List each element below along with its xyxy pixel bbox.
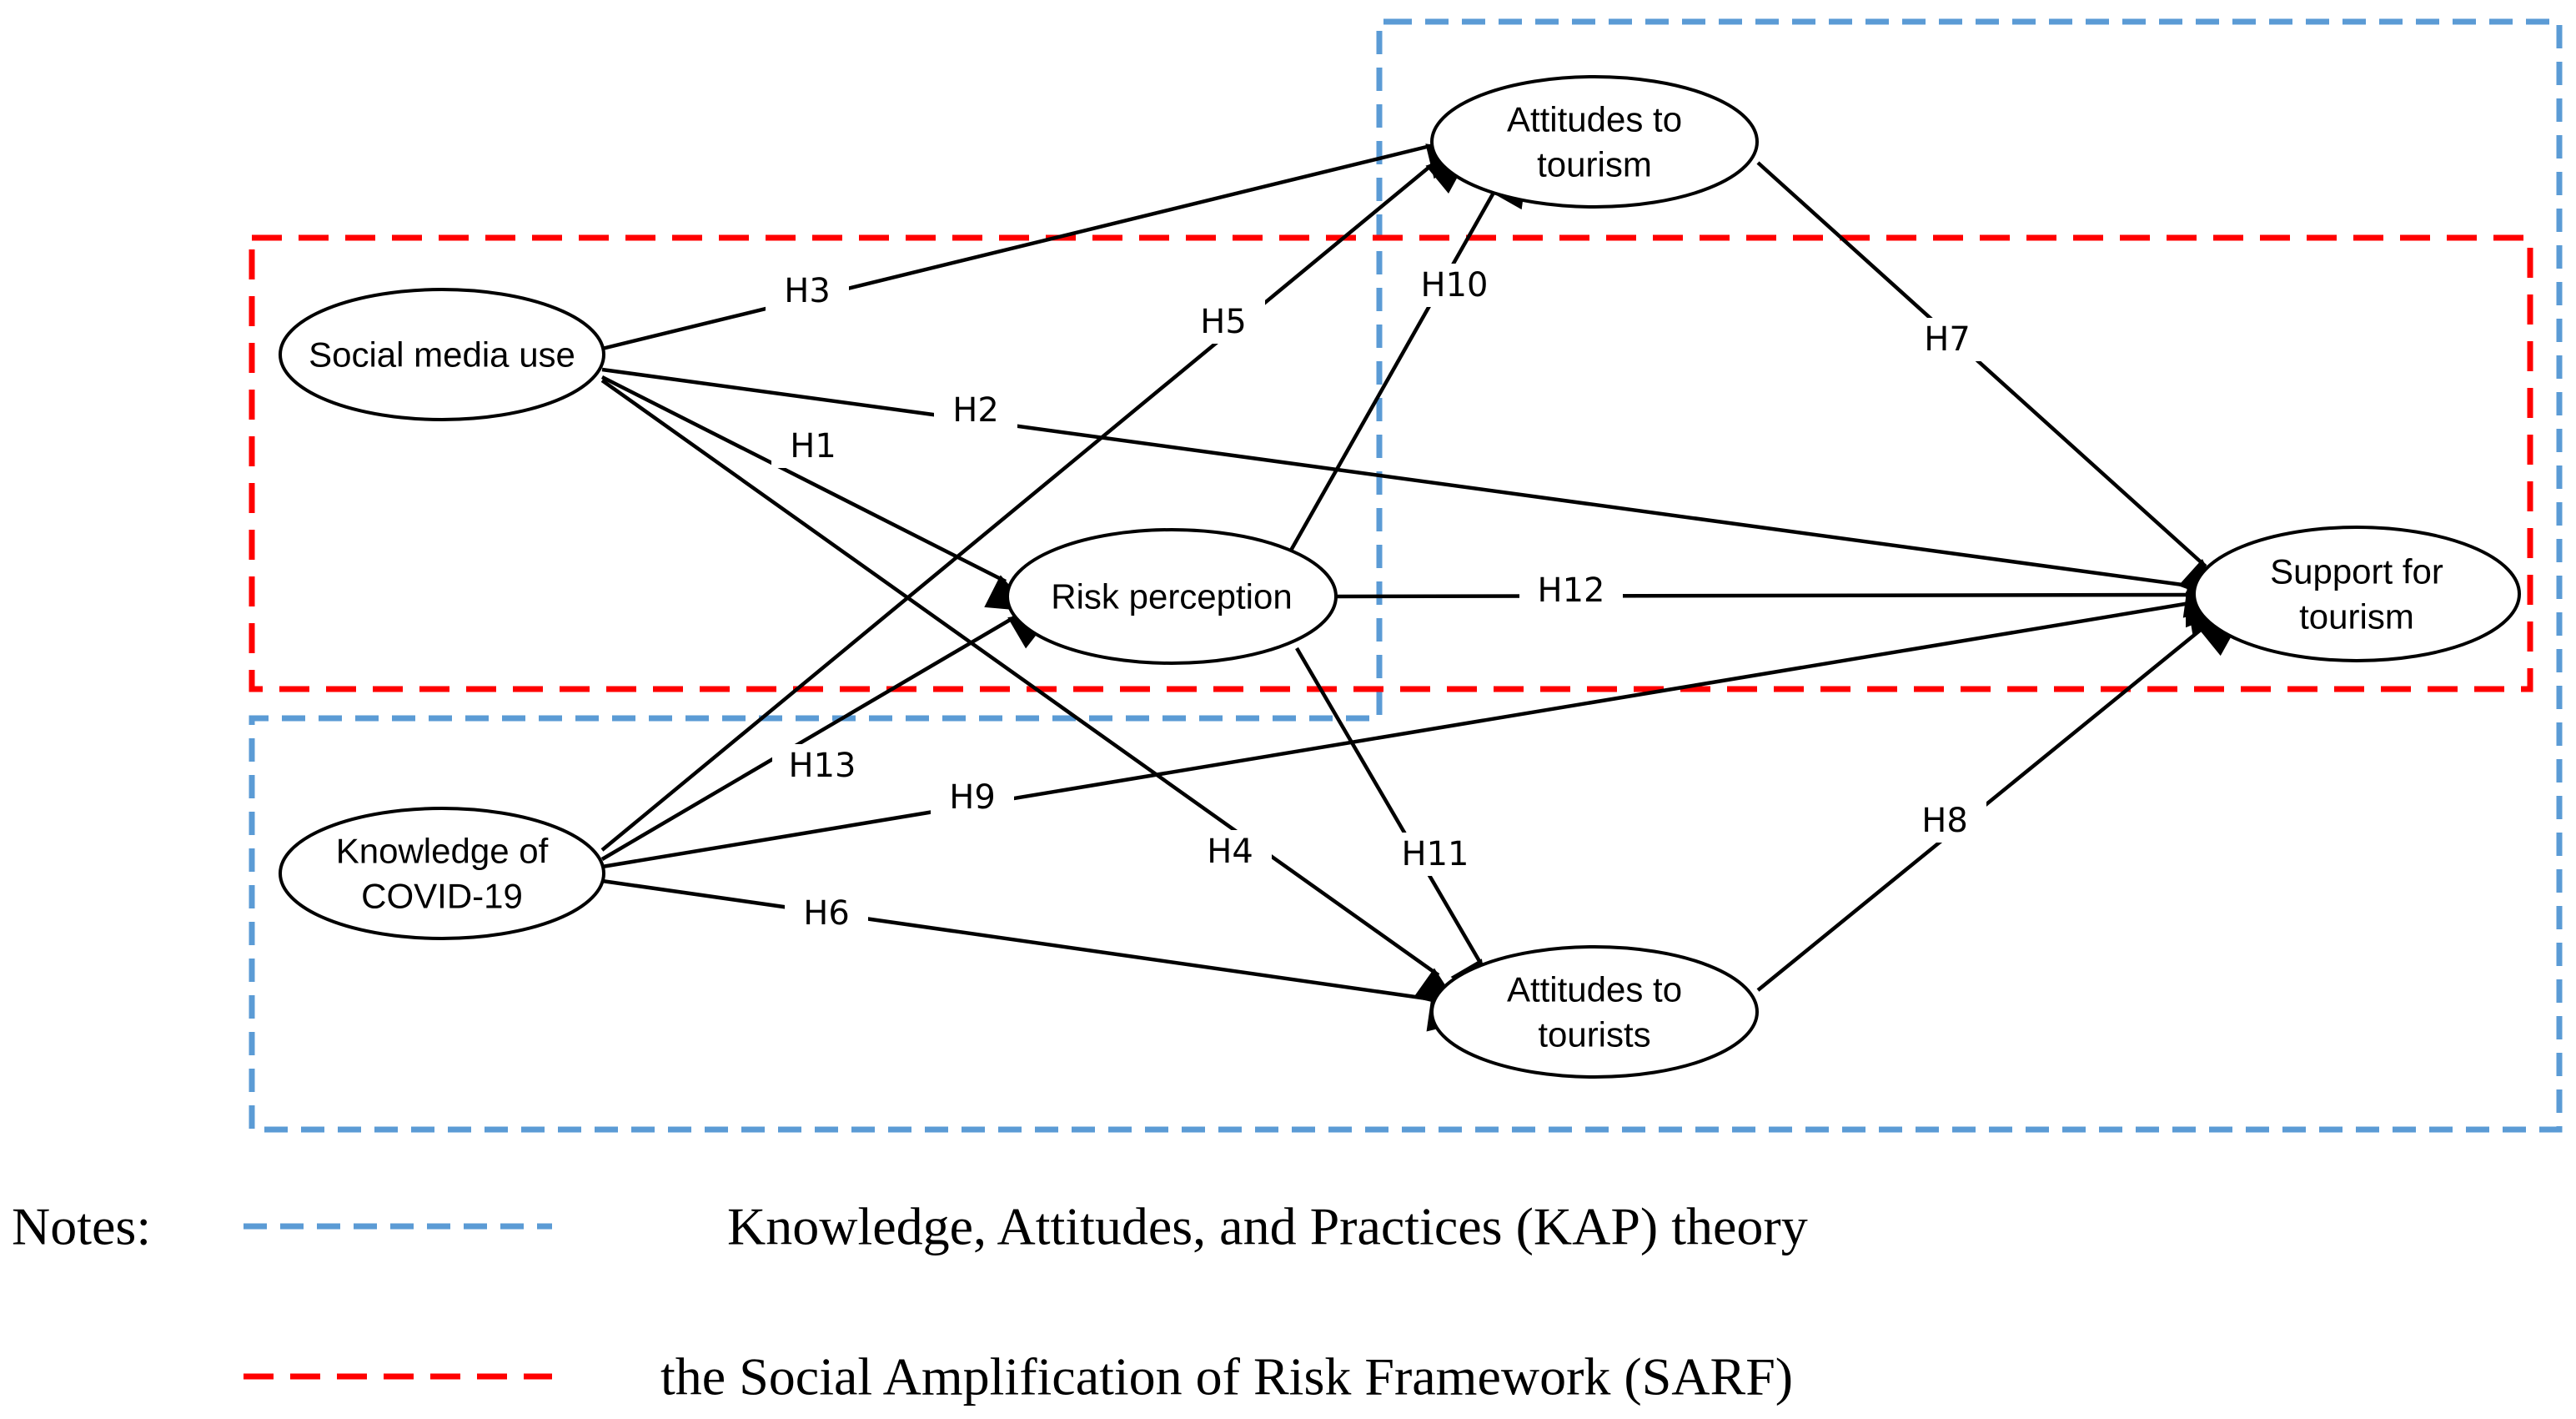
kap-legend-label: Knowledge, Attitudes, and Practices (KAP… [727, 1197, 1808, 1256]
node-label-line: tourism [1537, 145, 1652, 184]
kap-framework-box [249, 18, 2563, 1133]
sarf-legend-label: the Social Amplification of Risk Framewo… [660, 1347, 1793, 1406]
edge-h11 [1295, 647, 1489, 1007]
hypothesis-label-h12: H12 [1538, 571, 1605, 610]
hypothesis-label-h13: H13 [789, 747, 856, 785]
hypothesis-label-h9: H9 [949, 778, 996, 817]
edge-h10 [1287, 161, 1529, 556]
node-social-media-use: Social media use [279, 288, 605, 421]
hypothesis-label-h7: H7 [1924, 320, 1971, 359]
notes-legend: Notes: Knowledge, Attitudes, and Practic… [12, 1197, 1808, 1406]
edge-h13 [600, 610, 1056, 861]
node-label-line: Attitudes to [1507, 970, 1682, 1009]
notes-heading: Notes: [12, 1197, 151, 1256]
edge-h6 [601, 878, 1474, 1032]
edge-h3 [601, 143, 1474, 351]
hypothesis-label-h11: H11 [1402, 835, 1469, 873]
sarf-framework-box [249, 234, 2533, 692]
node-knowledge-of-covid-19: Knowledge of COVID-19 [279, 807, 605, 940]
edge-h7 [1756, 161, 2224, 603]
hypothesis-label-h4: H4 [1207, 833, 1253, 871]
edge-labels-layer: H3 H2 H1 H4 H5 H13 H9 H6 H10 H12 H11 H7 … [766, 264, 1989, 935]
node-label-line: Knowledge of [336, 832, 549, 871]
hypothesis-label-h1: H1 [790, 427, 836, 465]
edge-h2 [601, 367, 2231, 618]
node-support-for-tourism: Support for tourism [2192, 526, 2521, 662]
node-attitudes-to-tourists: Attitudes to tourists [1430, 945, 1759, 1079]
edge-h4 [600, 379, 1461, 1009]
edge-h9 [601, 600, 2235, 869]
edge-h1 [600, 375, 1033, 612]
node-label-line: Support for [2270, 552, 2443, 591]
node-label-line: tourism [2299, 597, 2414, 637]
node-label-line: Risk perception [1051, 577, 1292, 616]
edge-h12 [1335, 591, 2232, 628]
edge-h5 [600, 150, 1472, 852]
hypothesis-label-h5: H5 [1200, 303, 1247, 341]
hypothesis-label-h6: H6 [803, 894, 850, 933]
node-risk-perception: Risk perception [1006, 528, 1338, 665]
node-label-line: Attitudes to [1507, 100, 1682, 139]
hypothesis-label-h8: H8 [1921, 802, 1968, 840]
hypothesis-label-h3: H3 [784, 272, 831, 310]
node-attitudes-to-tourism: Attitudes to tourism [1430, 75, 1759, 209]
node-label-line: COVID-19 [361, 877, 523, 916]
node-label-line: tourists [1538, 1015, 1650, 1054]
node-label-line: Social media use [309, 335, 575, 375]
hypothesis-label-h10: H10 [1421, 266, 1489, 304]
hypothesis-label-h2: H2 [952, 391, 999, 430]
